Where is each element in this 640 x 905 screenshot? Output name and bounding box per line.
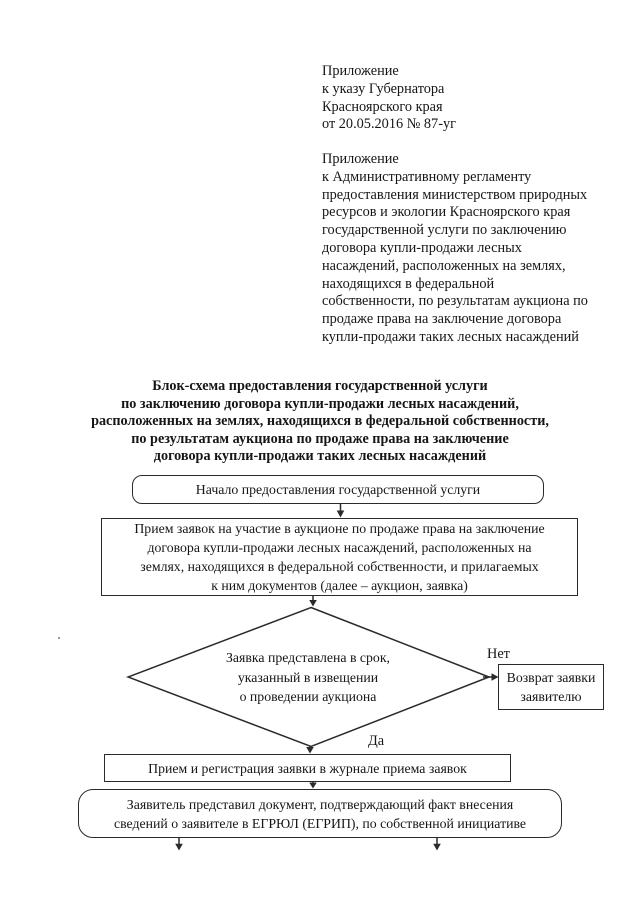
flowchart-node-register-application: Прием и регистрация заявки в журнале при…	[104, 754, 511, 782]
flowchart-node-accept-applications: Прием заявок на участие в аукционе по пр…	[101, 518, 578, 596]
arrow-start-to-accept	[336, 504, 345, 518]
appendix-note-regulation: Приложение к Административному регламент…	[322, 151, 588, 345]
decision-branch-label-yes: Да	[368, 733, 385, 749]
arrow-decision-to-return	[483, 673, 499, 681]
flowchart-node-egrul-document: Заявитель представил документ, подтвержд…	[78, 789, 562, 838]
flowchart-decision-deadline: Заявка представлена в срок, указанный в …	[226, 650, 390, 704]
arrow-decision-to-register	[306, 746, 314, 754]
decision-branch-label-no: Нет	[487, 646, 510, 662]
arrow-egrul-branch-left	[175, 838, 183, 851]
arrow-accept-to-decision	[309, 596, 317, 607]
arrow-register-to-egrul	[309, 782, 317, 789]
arrow-egrul-branch-right	[433, 838, 441, 851]
flowchart-node-return-application: Возврат заявки заявителю	[498, 664, 604, 710]
page-title: Блок-схема предоставления государственно…	[91, 378, 549, 464]
appendix-note-decree: Приложение к указу Губернатора Красноярс…	[322, 63, 456, 133]
decision-diamond-shape	[125, 606, 492, 748]
scan-artifact	[58, 637, 60, 639]
flowchart-node-start: Начало предоставления государственной ус…	[132, 475, 544, 504]
